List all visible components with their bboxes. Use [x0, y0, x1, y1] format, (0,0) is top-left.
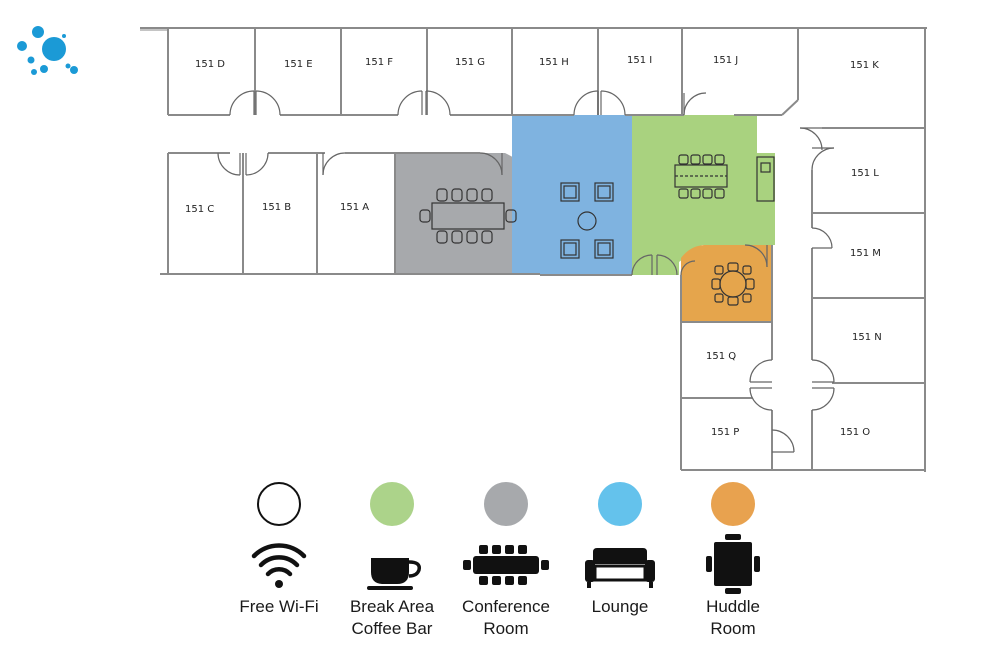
- legend-label-wifi: Free Wi-Fi: [239, 597, 319, 616]
- conference-table-icon: [419, 188, 517, 244]
- room-label-151-d[interactable]: 151 D: [195, 59, 225, 70]
- huddle-table-icon: [711, 262, 755, 306]
- legend-label-lounge: Lounge: [591, 597, 649, 616]
- room-label-151-j[interactable]: 151 J: [713, 55, 738, 66]
- legend-dot-lounge: [598, 482, 642, 526]
- room-label-151-e[interactable]: 151 E: [284, 59, 313, 70]
- room-label-151-g[interactable]: 151 G: [455, 57, 485, 68]
- room-label-151-c[interactable]: 151 C: [185, 204, 214, 215]
- legend-item-conference-room: Conference Room: [446, 482, 566, 640]
- wifi-icon: [251, 543, 307, 588]
- legend-item-lounge: Lounge: [560, 482, 680, 618]
- break-table-icon: [674, 154, 775, 202]
- room-label-151-a[interactable]: 151 A: [340, 202, 369, 213]
- room-label-151-i[interactable]: 151 I: [627, 55, 652, 66]
- sofa-icon: [585, 548, 655, 588]
- legend-label-conference-line1: Conference: [462, 597, 550, 616]
- conference-room-zone[interactable]: [395, 153, 540, 274]
- legend-dot-conference-room: [484, 482, 528, 526]
- coffee-cup-icon: [367, 558, 422, 590]
- legend-item-huddle-room: Huddle Room: [673, 482, 793, 640]
- legend-item-break-area: Break Area Coffee Bar: [332, 482, 452, 640]
- legend-label-conference-line2: Room: [483, 619, 529, 638]
- company-logo-icon: [17, 26, 78, 75]
- legend-dot-break-area: [370, 482, 414, 526]
- lounge-zone[interactable]: [512, 115, 632, 275]
- room-label-151-p[interactable]: 151 P: [711, 427, 739, 438]
- room-label-151-n[interactable]: 151 N: [852, 332, 882, 343]
- legend-item-wifi: Free Wi-Fi: [219, 482, 339, 618]
- room-label-151-m[interactable]: 151 M: [850, 248, 881, 259]
- room-label-151-b[interactable]: 151 B: [262, 202, 291, 213]
- huddle-table-legend-icon: [706, 534, 760, 594]
- huddle-room-zone[interactable]: [681, 245, 772, 322]
- room-label-151-q[interactable]: 151 Q: [706, 351, 736, 362]
- room-label-151-f[interactable]: 151 F: [365, 57, 393, 68]
- legend-dot-wifi: [257, 482, 301, 526]
- conference-table-legend-icon: [463, 545, 549, 585]
- legend-label-break-area-line1: Break Area: [349, 597, 435, 616]
- room-label-151-k[interactable]: 151 K: [850, 60, 879, 71]
- room-label-151-h[interactable]: 151 H: [539, 57, 569, 68]
- legend-label-huddle-line1: Huddle: [706, 597, 760, 616]
- room-label-151-o[interactable]: 151 O: [840, 427, 870, 438]
- legend-dot-huddle-room: [711, 482, 755, 526]
- legend-label-huddle-line2: Room: [710, 619, 756, 638]
- lounge-chairs-icon: [560, 182, 614, 259]
- floor-plan: 151 D 151 E 151 F 151 G 151 H 151 I 151 …: [140, 27, 927, 472]
- room-label-151-l[interactable]: 151 L: [851, 168, 879, 179]
- legend-label-break-area-line2: Coffee Bar: [351, 619, 433, 638]
